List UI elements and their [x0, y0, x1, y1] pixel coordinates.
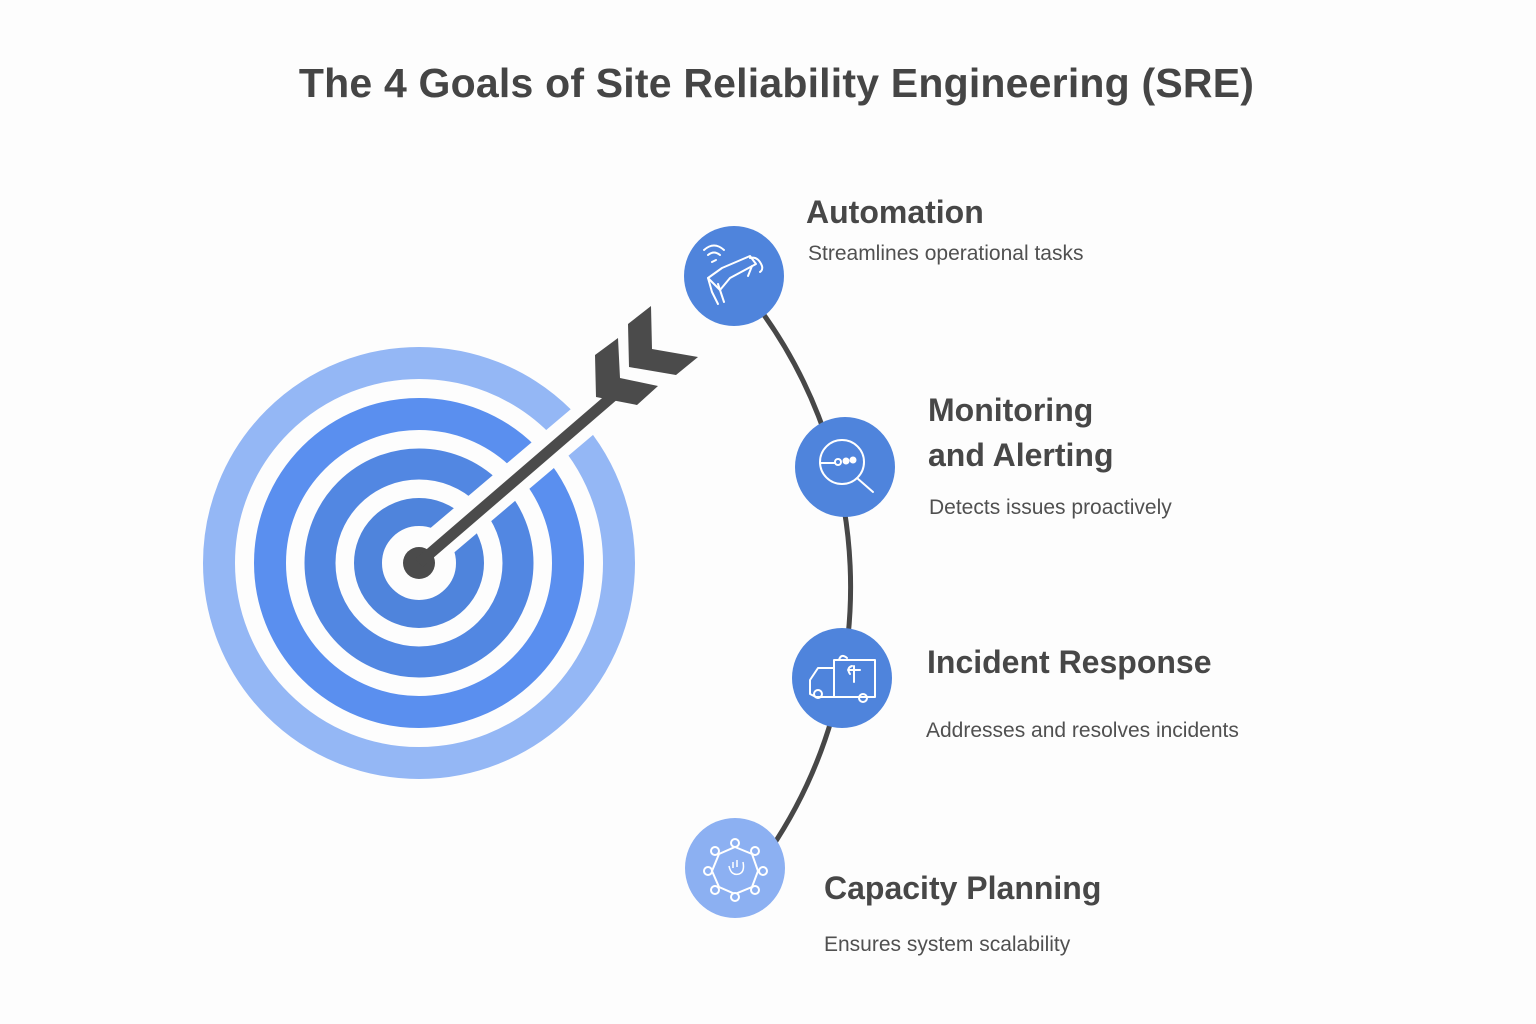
- goal-title-capacity-planning: Capacity Planning: [824, 870, 1102, 906]
- goal-desc-monitoring: Detects issues proactively: [929, 496, 1172, 519]
- target-ring-outer: [203, 347, 635, 779]
- goal-desc-automation: Streamlines operational tasks: [808, 242, 1084, 265]
- arrow-shaft: [415, 378, 632, 568]
- goal-title-monitoring-line2: and Alerting: [928, 437, 1114, 473]
- goal-title-automation: Automation: [806, 194, 984, 230]
- goal-node-incident-response: [792, 628, 892, 728]
- robotic-arm-icon: [703, 244, 764, 305]
- arrow-icon: [389, 306, 698, 593]
- network-hub-icon: [703, 838, 768, 902]
- goal-node-automation: [684, 226, 784, 326]
- target-ring-4: [354, 498, 484, 628]
- goal-title-monitoring-line1: Monitoring: [928, 392, 1094, 428]
- arrow-fletching-2: [628, 306, 698, 375]
- page-title: The 4 Goals of Site Reliability Engineer…: [298, 60, 1255, 106]
- connector-arc: [743, 288, 854, 852]
- ambulance-icon: [809, 654, 876, 703]
- goal-node-monitoring: [795, 417, 895, 517]
- magnifier-icon: [819, 439, 874, 493]
- goal-node-capacity-planning: [685, 818, 785, 918]
- target-ring-3: [304, 448, 534, 678]
- arrow-fletching-1: [595, 338, 658, 405]
- goal-desc-incident-response: Addresses and resolves incidents: [926, 719, 1239, 742]
- target-icon: [203, 347, 635, 779]
- goal-desc-capacity-planning: Ensures system scalability: [824, 933, 1071, 956]
- goal-title-incident-response: Incident Response: [927, 644, 1212, 680]
- target-ring-2: [254, 398, 584, 728]
